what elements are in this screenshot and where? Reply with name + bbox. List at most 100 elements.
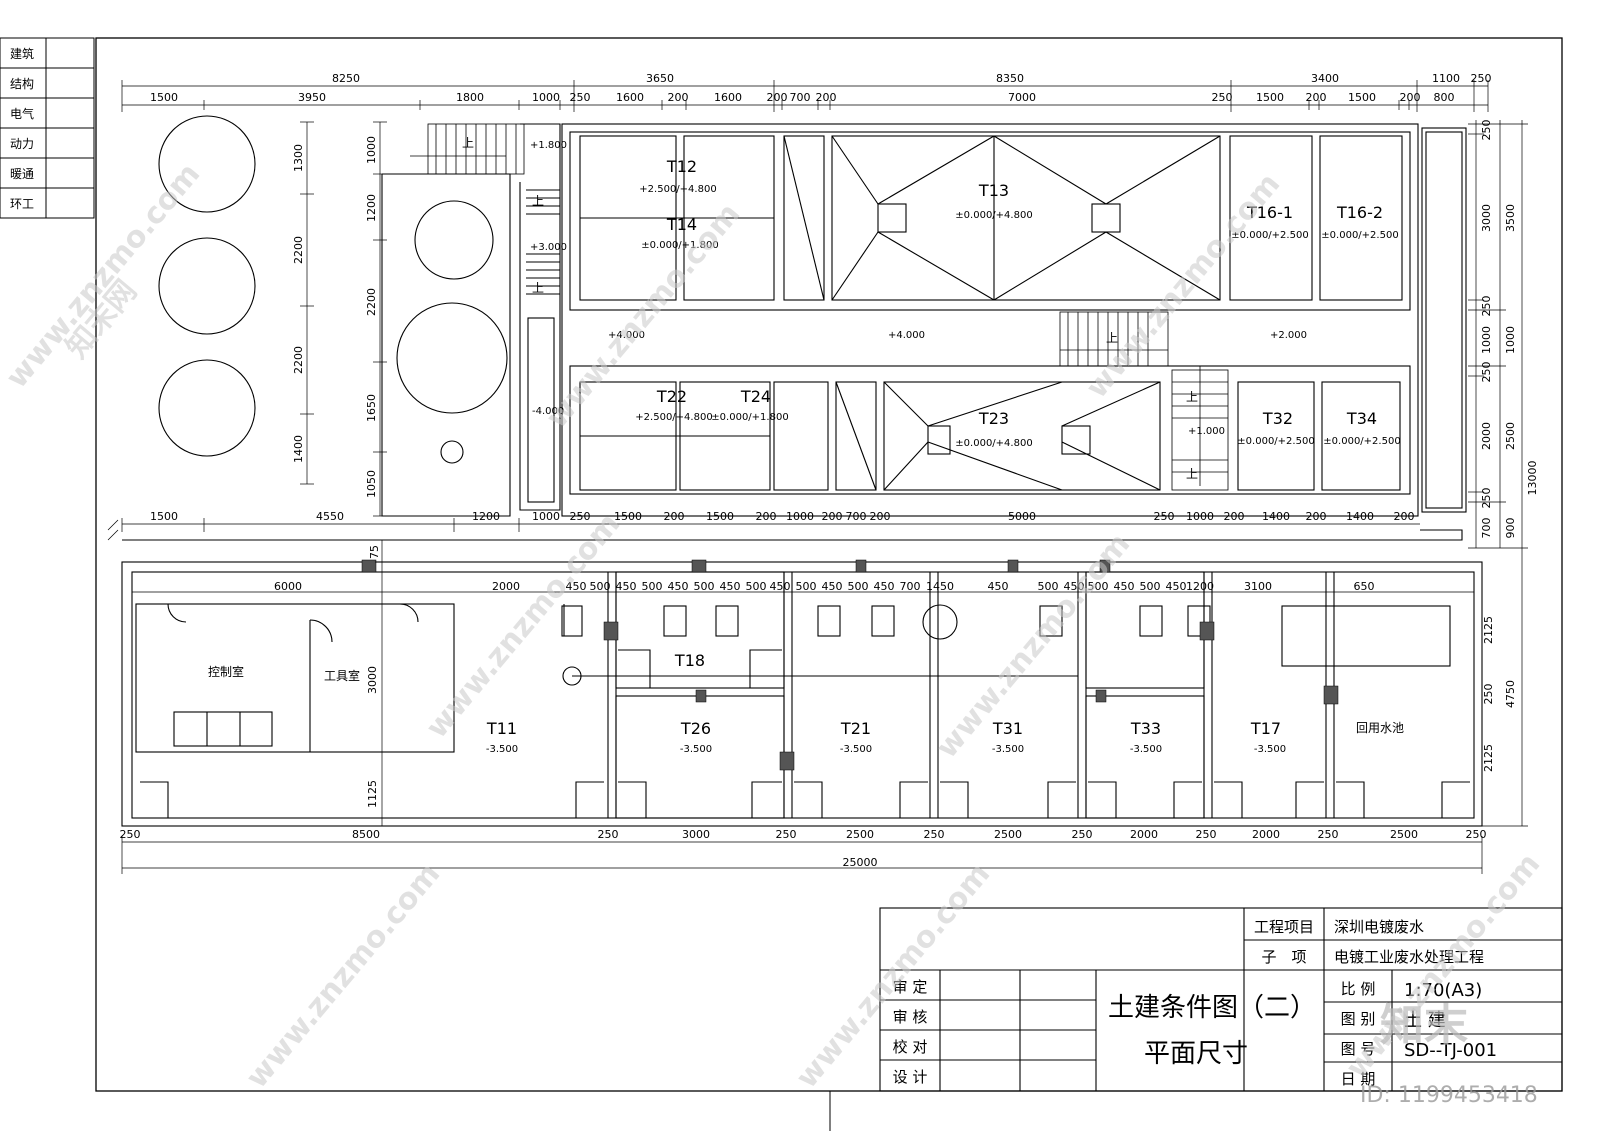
dim-mid: 250 (570, 510, 591, 523)
dim-top-overall-1: 8250 (332, 72, 360, 85)
role-design: 设 计 (893, 1068, 928, 1086)
upper-tank-building (561, 123, 1467, 517)
level-mark: +4.000 (608, 330, 645, 341)
dim-lower-top: 450 (770, 580, 791, 593)
dim-right-a: 2000 (1480, 422, 1493, 450)
stair-corridor (1059, 311, 1229, 491)
scale-value: 1:70(A3) (1404, 980, 1482, 1001)
tank-elevation: -3.500 (840, 744, 872, 755)
dim-lower-top: 500 (796, 580, 817, 593)
dim-top-detail: 1600 (616, 91, 644, 104)
dim-right-b: 3500 (1504, 204, 1517, 232)
left2-vertical-dims (373, 121, 387, 517)
dim-mid: 4550 (316, 510, 344, 523)
discipline-architecture: 建筑 (10, 46, 34, 61)
dim-mid: 700 (846, 510, 867, 523)
dim-lower-top: 450 (1166, 580, 1187, 593)
dim-right-a: 250 (1480, 488, 1493, 509)
role-approve: 审 定 (893, 978, 928, 996)
dim-right-a: 250 (1480, 120, 1493, 141)
role-review: 审 核 (893, 1008, 928, 1026)
room-tool: 工具室 (324, 668, 360, 683)
tank-elevation: -3.500 (486, 744, 518, 755)
dim-bottom: 2000 (1130, 828, 1158, 841)
dim-bottom: 2500 (1390, 828, 1418, 841)
stair-top (410, 123, 525, 175)
discipline-electrical: 电气 (10, 106, 34, 121)
role-check: 校 对 (893, 1038, 928, 1056)
tank-label: T33 (1130, 719, 1161, 738)
dim-right-a: 3000 (1480, 204, 1493, 232)
dim-mid: 1400 (1346, 510, 1374, 523)
dim-top-overall-5: 1100 (1432, 72, 1460, 85)
dim-mid: 200 (1224, 510, 1245, 523)
date-label: 日 期 (1341, 1070, 1376, 1088)
tank-label: T18 (674, 651, 705, 670)
tank-label: T22 (656, 387, 687, 406)
discipline-hvac: 暖通 (10, 167, 34, 181)
dim-left2-v: 1000 (365, 136, 378, 164)
dim-bottom: 2500 (846, 828, 874, 841)
dim-right-c: 13000 (1526, 461, 1539, 496)
dim-right-lower-total: 4750 (1504, 680, 1517, 708)
level-mark: +1.000 (1188, 426, 1225, 437)
tank-elevation: ±0.000/+1.800 (711, 412, 788, 423)
number-value: SD--TJ-001 (1404, 1040, 1497, 1061)
dim-bottom: 8500 (352, 828, 380, 841)
dim-top-detail: 1800 (456, 91, 484, 104)
dim-lower-top: 500 (694, 580, 715, 593)
dim-bottom: 2500 (994, 828, 1022, 841)
dim-top-detail: 800 (1434, 91, 1455, 104)
tank-elevation: ±0.000/+4.800 (955, 438, 1032, 449)
dim-left2-v: 1200 (365, 194, 378, 222)
dim-mid: 200 (822, 510, 843, 523)
watermark-logo: 知末 (1380, 1000, 1468, 1051)
dim-lower-top: 1200 (1186, 580, 1214, 593)
watermark-text: www.znzmo.com (0, 157, 207, 395)
dim-right-b: 2500 (1504, 422, 1517, 450)
dim-mid: 200 (1394, 510, 1415, 523)
dim-top-detail: 250 (570, 91, 591, 104)
dim-right-a: 250 (1480, 296, 1493, 317)
drawing-subtitle: 平面尺寸 (1144, 1039, 1248, 1069)
tank-label: T24 (740, 387, 771, 406)
watermark-text: www.znzmo.com (239, 857, 447, 1095)
level-mark: -4.000 (532, 406, 564, 417)
dim-lower-left: 1125 (366, 780, 379, 808)
tank-label: T21 (840, 719, 871, 738)
drawing-title: 土建条件图（二） (1108, 993, 1316, 1023)
tank-elevation: ±0.000/+2.500 (1231, 230, 1308, 241)
dim-lower-top: 500 (1088, 580, 1109, 593)
level-mark: +4.000 (888, 330, 925, 341)
tank-label: T23 (978, 409, 1009, 428)
dim-bottom: 3000 (682, 828, 710, 841)
dim-right-lower: 250 (1482, 684, 1495, 705)
dim-top-detail: 200 (668, 91, 689, 104)
dim-top-detail: 200 (1400, 91, 1421, 104)
discipline-structure: 结构 (10, 76, 34, 91)
dim-right-a: 250 (1480, 362, 1493, 383)
dim-mid: 1200 (472, 510, 500, 523)
tank-label: T14 (666, 215, 697, 234)
dim-mid: 1000 (1186, 510, 1214, 523)
dim-left2-v: 2200 (365, 288, 378, 316)
dim-lower-top: 450 (1064, 580, 1085, 593)
room-reuse-pool: 回用水池 (1356, 721, 1404, 735)
dim-mid: 1500 (150, 510, 178, 523)
dim-right-a: 700 (1480, 518, 1493, 539)
dim-left-v: 2200 (292, 236, 305, 264)
tank-label: T34 (1346, 409, 1377, 428)
number-label: 图 号 (1341, 1040, 1376, 1058)
bottom-dimension-lines (121, 836, 1483, 874)
dim-lower-top: 700 (900, 580, 921, 593)
dim-top-detail: 700 (790, 91, 811, 104)
dim-mid: 200 (664, 510, 685, 523)
watermark-id: ID: 1199453418 (1360, 1083, 1538, 1108)
dim-mid: 250 (1154, 510, 1175, 523)
dim-mid: 1500 (614, 510, 642, 523)
tank-elevation: ±0.000/+2.500 (1321, 230, 1398, 241)
dim-top-detail: 200 (1306, 91, 1327, 104)
dim-top-detail: 1500 (1256, 91, 1284, 104)
level-mark: +3.000 (530, 242, 567, 253)
tank-elevation: ±0.000/+2.500 (1237, 436, 1314, 447)
